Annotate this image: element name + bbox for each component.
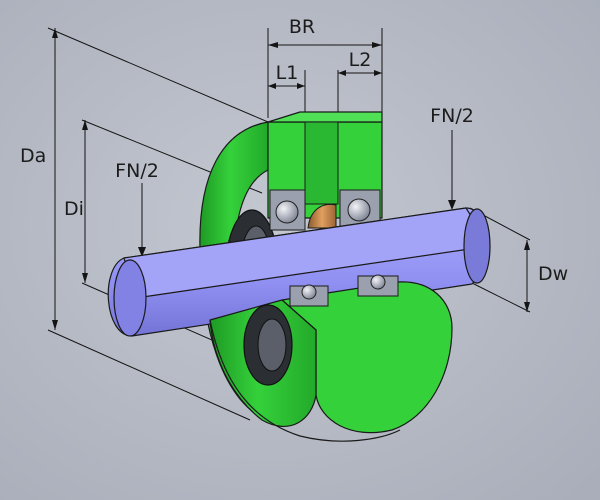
wheel-lower-section xyxy=(209,281,453,442)
ball-upper-right xyxy=(347,198,371,222)
label-fn-right: FN/2 xyxy=(430,105,474,127)
dw-extension-bottom xyxy=(469,281,531,313)
bushing xyxy=(307,203,337,229)
label-fn-left: FN/2 xyxy=(115,160,159,182)
shaft-end-face xyxy=(113,259,147,337)
label-dw: Dw xyxy=(538,263,568,285)
label-da: Da xyxy=(20,145,46,167)
ball-upper-left xyxy=(275,200,299,224)
label-di: Di xyxy=(64,198,84,220)
lower-bearings xyxy=(289,274,399,307)
label-l1: L1 xyxy=(276,62,299,84)
fn-left-arrowhead xyxy=(138,247,146,257)
label-br: BR xyxy=(289,16,315,38)
da-extension-bottom xyxy=(47,329,251,421)
labels: BR L1 L2 FN/2 FN/2 Da Di Dw xyxy=(20,16,568,285)
da-extension-top xyxy=(47,27,269,123)
arrowheads xyxy=(52,28,530,330)
label-l2: L2 xyxy=(349,49,372,71)
fn-right-arrowhead xyxy=(448,200,456,210)
shaft-far-end xyxy=(463,208,491,284)
shaft xyxy=(107,207,491,337)
